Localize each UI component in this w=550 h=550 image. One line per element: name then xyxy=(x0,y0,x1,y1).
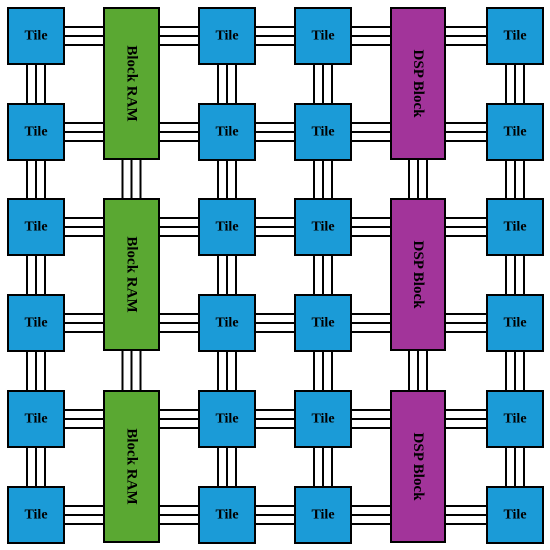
tile: Tile xyxy=(294,486,352,544)
tile-label: Tile xyxy=(24,125,47,140)
tile-body xyxy=(7,390,65,448)
tile-body xyxy=(294,486,352,544)
dsp-block: DSP Block xyxy=(390,390,446,543)
tile-label: Tile xyxy=(24,29,47,44)
tile-body xyxy=(486,7,544,65)
tile-body xyxy=(486,390,544,448)
block-ram-body xyxy=(103,7,160,160)
tile-label: Tile xyxy=(215,125,238,140)
tile-body xyxy=(294,294,352,352)
tile-body xyxy=(7,486,65,544)
tile: Tile xyxy=(7,198,65,256)
tile-body xyxy=(198,486,256,544)
tile-body xyxy=(294,198,352,256)
tile-body xyxy=(294,390,352,448)
tile-body xyxy=(7,198,65,256)
block-ram: Block RAM xyxy=(103,198,160,351)
tile-body xyxy=(486,294,544,352)
tile-body xyxy=(198,390,256,448)
dsp-block-body xyxy=(390,390,446,543)
tile: Tile xyxy=(198,198,256,256)
tile: Tile xyxy=(294,103,352,161)
block-ram-body xyxy=(103,390,160,543)
dsp-block: DSP Block xyxy=(390,7,446,160)
tile: Tile xyxy=(198,294,256,352)
tile-body xyxy=(7,7,65,65)
tile-body xyxy=(198,294,256,352)
tile: Tile xyxy=(7,390,65,448)
tile: Tile xyxy=(294,7,352,65)
tile-label: Tile xyxy=(503,29,526,44)
tile-body xyxy=(198,198,256,256)
block-ram: Block RAM xyxy=(103,7,160,160)
tile-body xyxy=(198,103,256,161)
tile-label: Tile xyxy=(24,508,47,523)
tile-label: Tile xyxy=(503,508,526,523)
tile-label: Tile xyxy=(215,220,238,235)
tile: Tile xyxy=(7,294,65,352)
tile-body xyxy=(486,198,544,256)
tile-label: Tile xyxy=(311,508,334,523)
dsp-block-body xyxy=(390,7,446,160)
tile: Tile xyxy=(198,390,256,448)
tile: Tile xyxy=(198,486,256,544)
block-ram-body xyxy=(103,198,160,351)
dsp-block-body xyxy=(390,198,446,351)
tile: Tile xyxy=(7,7,65,65)
block-ram: Block RAM xyxy=(103,390,160,543)
dsp-block-label: DSP Block xyxy=(410,50,426,119)
tile-body xyxy=(294,103,352,161)
tile: Tile xyxy=(294,198,352,256)
tile-label: Tile xyxy=(503,412,526,427)
block-ram-label: Block RAM xyxy=(124,236,140,312)
tile-label: Tile xyxy=(311,125,334,140)
tile-body xyxy=(7,294,65,352)
tile-label: Tile xyxy=(24,316,47,331)
tile-label: Tile xyxy=(215,29,238,44)
tile-body xyxy=(486,103,544,161)
tile-label: Tile xyxy=(311,220,334,235)
interconnect-wires xyxy=(26,26,525,525)
tile: Tile xyxy=(198,7,256,65)
tile-label: Tile xyxy=(215,316,238,331)
tile-label: Tile xyxy=(503,220,526,235)
tile-body xyxy=(486,486,544,544)
tile-body xyxy=(198,7,256,65)
tile: Tile xyxy=(7,486,65,544)
tile: Tile xyxy=(486,7,544,65)
tile-label: Tile xyxy=(24,412,47,427)
tile: Tile xyxy=(486,486,544,544)
tile: Tile xyxy=(486,103,544,161)
tile: Tile xyxy=(486,294,544,352)
tile-label: Tile xyxy=(503,125,526,140)
dsp-block-label: DSP Block xyxy=(410,241,426,310)
block-ram-label: Block RAM xyxy=(124,45,140,121)
tile-label: Tile xyxy=(24,220,47,235)
tile-body xyxy=(7,103,65,161)
tile: Tile xyxy=(294,390,352,448)
tile-label: Tile xyxy=(311,412,334,427)
tile: Tile xyxy=(486,390,544,448)
tile-label: Tile xyxy=(503,316,526,331)
tile-label: Tile xyxy=(215,412,238,427)
tile: Tile xyxy=(294,294,352,352)
tile: Tile xyxy=(486,198,544,256)
tile: Tile xyxy=(7,103,65,161)
tile-body xyxy=(294,7,352,65)
dsp-block: DSP Block xyxy=(390,198,446,351)
tile-label: Tile xyxy=(311,29,334,44)
tile-label: Tile xyxy=(311,316,334,331)
dsp-block-label: DSP Block xyxy=(410,433,426,502)
tile-label: Tile xyxy=(215,508,238,523)
block-ram-label: Block RAM xyxy=(124,428,140,504)
tile: Tile xyxy=(198,103,256,161)
